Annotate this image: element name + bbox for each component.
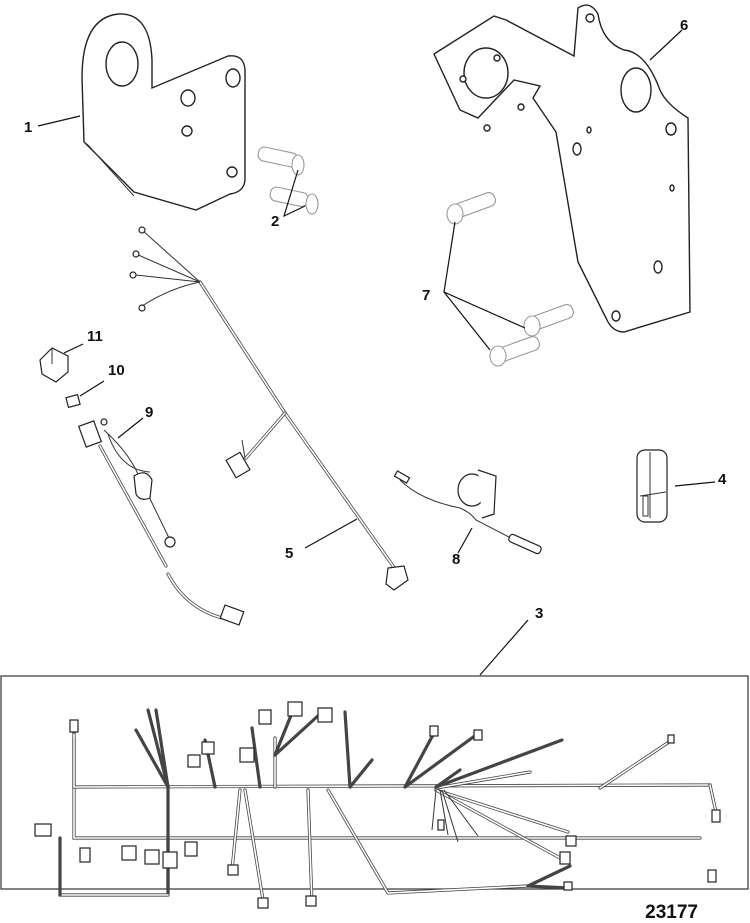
callout-6[interactable]: 6: [680, 17, 688, 34]
leader-10: [79, 380, 105, 397]
jumper-harness-part-9[interactable]: [77, 418, 245, 626]
callout-3[interactable]: 3: [535, 605, 543, 622]
leader-7b: [443, 291, 491, 351]
sensor-part-8[interactable]: [393, 469, 542, 555]
leader-3: [479, 619, 529, 676]
callout-7[interactable]: 7: [422, 287, 430, 304]
callout-4[interactable]: 4: [718, 471, 727, 488]
callout-8[interactable]: 8: [452, 551, 460, 568]
callout-1[interactable]: 1: [24, 119, 32, 136]
leader-1: [37, 115, 81, 127]
callout-11[interactable]: 11: [87, 328, 103, 345]
bracket-part-1[interactable]: [81, 13, 246, 211]
leader-8: [457, 527, 473, 554]
harness-3-wiring: [58, 706, 718, 907]
figure-number: 23177: [645, 902, 698, 923]
relay-part-11[interactable]: [39, 347, 69, 383]
harness-part-5[interactable]: [129, 226, 409, 591]
leader-2: [283, 169, 306, 218]
callout-9[interactable]: 9: [145, 404, 153, 421]
leader-5: [304, 518, 358, 549]
leader-9: [117, 417, 144, 439]
callout-2[interactable]: 2: [271, 213, 279, 230]
callout-5[interactable]: 5: [285, 545, 293, 562]
leader-6: [649, 29, 683, 61]
bracket-part-6[interactable]: [433, 4, 691, 333]
bolts-part-2[interactable]: [257, 146, 319, 215]
bolts-part-7[interactable]: [446, 191, 575, 367]
leader-4: [674, 481, 716, 487]
callout-10[interactable]: 10: [108, 362, 125, 379]
connector-part-4[interactable]: [636, 449, 668, 523]
leader-11: [63, 343, 84, 354]
harness-3-connectors: [34, 701, 721, 909]
fuse-part-10[interactable]: [65, 393, 81, 409]
